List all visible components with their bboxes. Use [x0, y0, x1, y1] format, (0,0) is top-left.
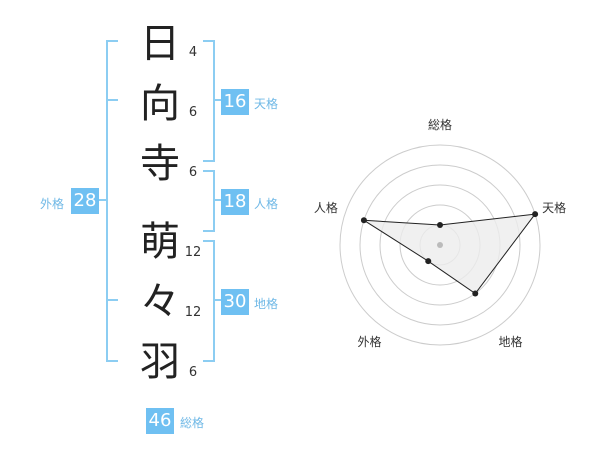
chikaku-value-badge: 30	[221, 289, 249, 315]
chikaku-label: 地格	[254, 297, 279, 311]
name-char-5: 々	[140, 279, 180, 325]
chikaku-connector	[213, 299, 221, 301]
name-char-2: 向	[140, 81, 180, 127]
stroke-count-2: 6	[188, 105, 198, 120]
stroke-count-5: 12	[184, 305, 202, 320]
fortune-radar-chart: 総格 天格 地格 外格 人格	[314, 117, 566, 349]
tenkaku-value-badge: 16	[221, 89, 249, 115]
radar-axis-label-gaikaku: 外格	[357, 334, 381, 349]
radar-grid-ring	[359, 164, 521, 326]
radar-shape	[363, 213, 537, 295]
radar-center-dot	[437, 242, 443, 248]
name-char-4: 萌	[140, 219, 180, 265]
stroke-count-6: 6	[188, 365, 198, 380]
tenkaku-connector	[213, 99, 221, 101]
radar-point	[437, 222, 443, 228]
name-char-1: 日	[140, 21, 180, 67]
jinkaku-connector	[213, 199, 221, 201]
stroke-count-4: 12	[184, 245, 202, 260]
gaikaku-bracket	[106, 40, 118, 362]
radar-axis-label-jinkaku: 人格	[314, 200, 338, 215]
soukaku-label: 総格	[180, 416, 205, 430]
tenkaku-bracket	[203, 40, 215, 162]
stroke-count-1: 4	[188, 45, 198, 60]
radar-point	[425, 258, 432, 265]
gaikaku-label: 外格	[40, 197, 65, 211]
stroke-count-3: 6	[188, 165, 198, 180]
radar-axis-label-tenkaku: 天格	[542, 200, 566, 215]
radar-point	[532, 211, 539, 218]
tenkaku-label: 天格	[254, 97, 279, 111]
name-char-3: 寺	[140, 141, 180, 187]
radar-points	[360, 211, 539, 297]
soukaku-value-badge: 46	[146, 408, 174, 434]
radar-axis-label-chikaku: 地格	[499, 334, 523, 349]
chikaku-bracket	[203, 240, 215, 362]
gaikaku-tick-1	[106, 99, 118, 101]
jinkaku-label: 人格	[254, 197, 279, 211]
gaikaku-value-badge: 28	[71, 188, 99, 214]
jinkaku-value-badge: 18	[221, 189, 249, 215]
gaikaku-connector	[98, 199, 108, 201]
radar-axis-label-soukaku: 総格	[428, 117, 452, 132]
jinkaku-bracket	[203, 170, 215, 232]
radar-point	[360, 217, 367, 224]
name-char-6: 羽	[140, 339, 180, 385]
radar-grid-ring	[339, 144, 541, 346]
radar-point	[472, 290, 479, 297]
gaikaku-tick-2	[106, 299, 118, 301]
